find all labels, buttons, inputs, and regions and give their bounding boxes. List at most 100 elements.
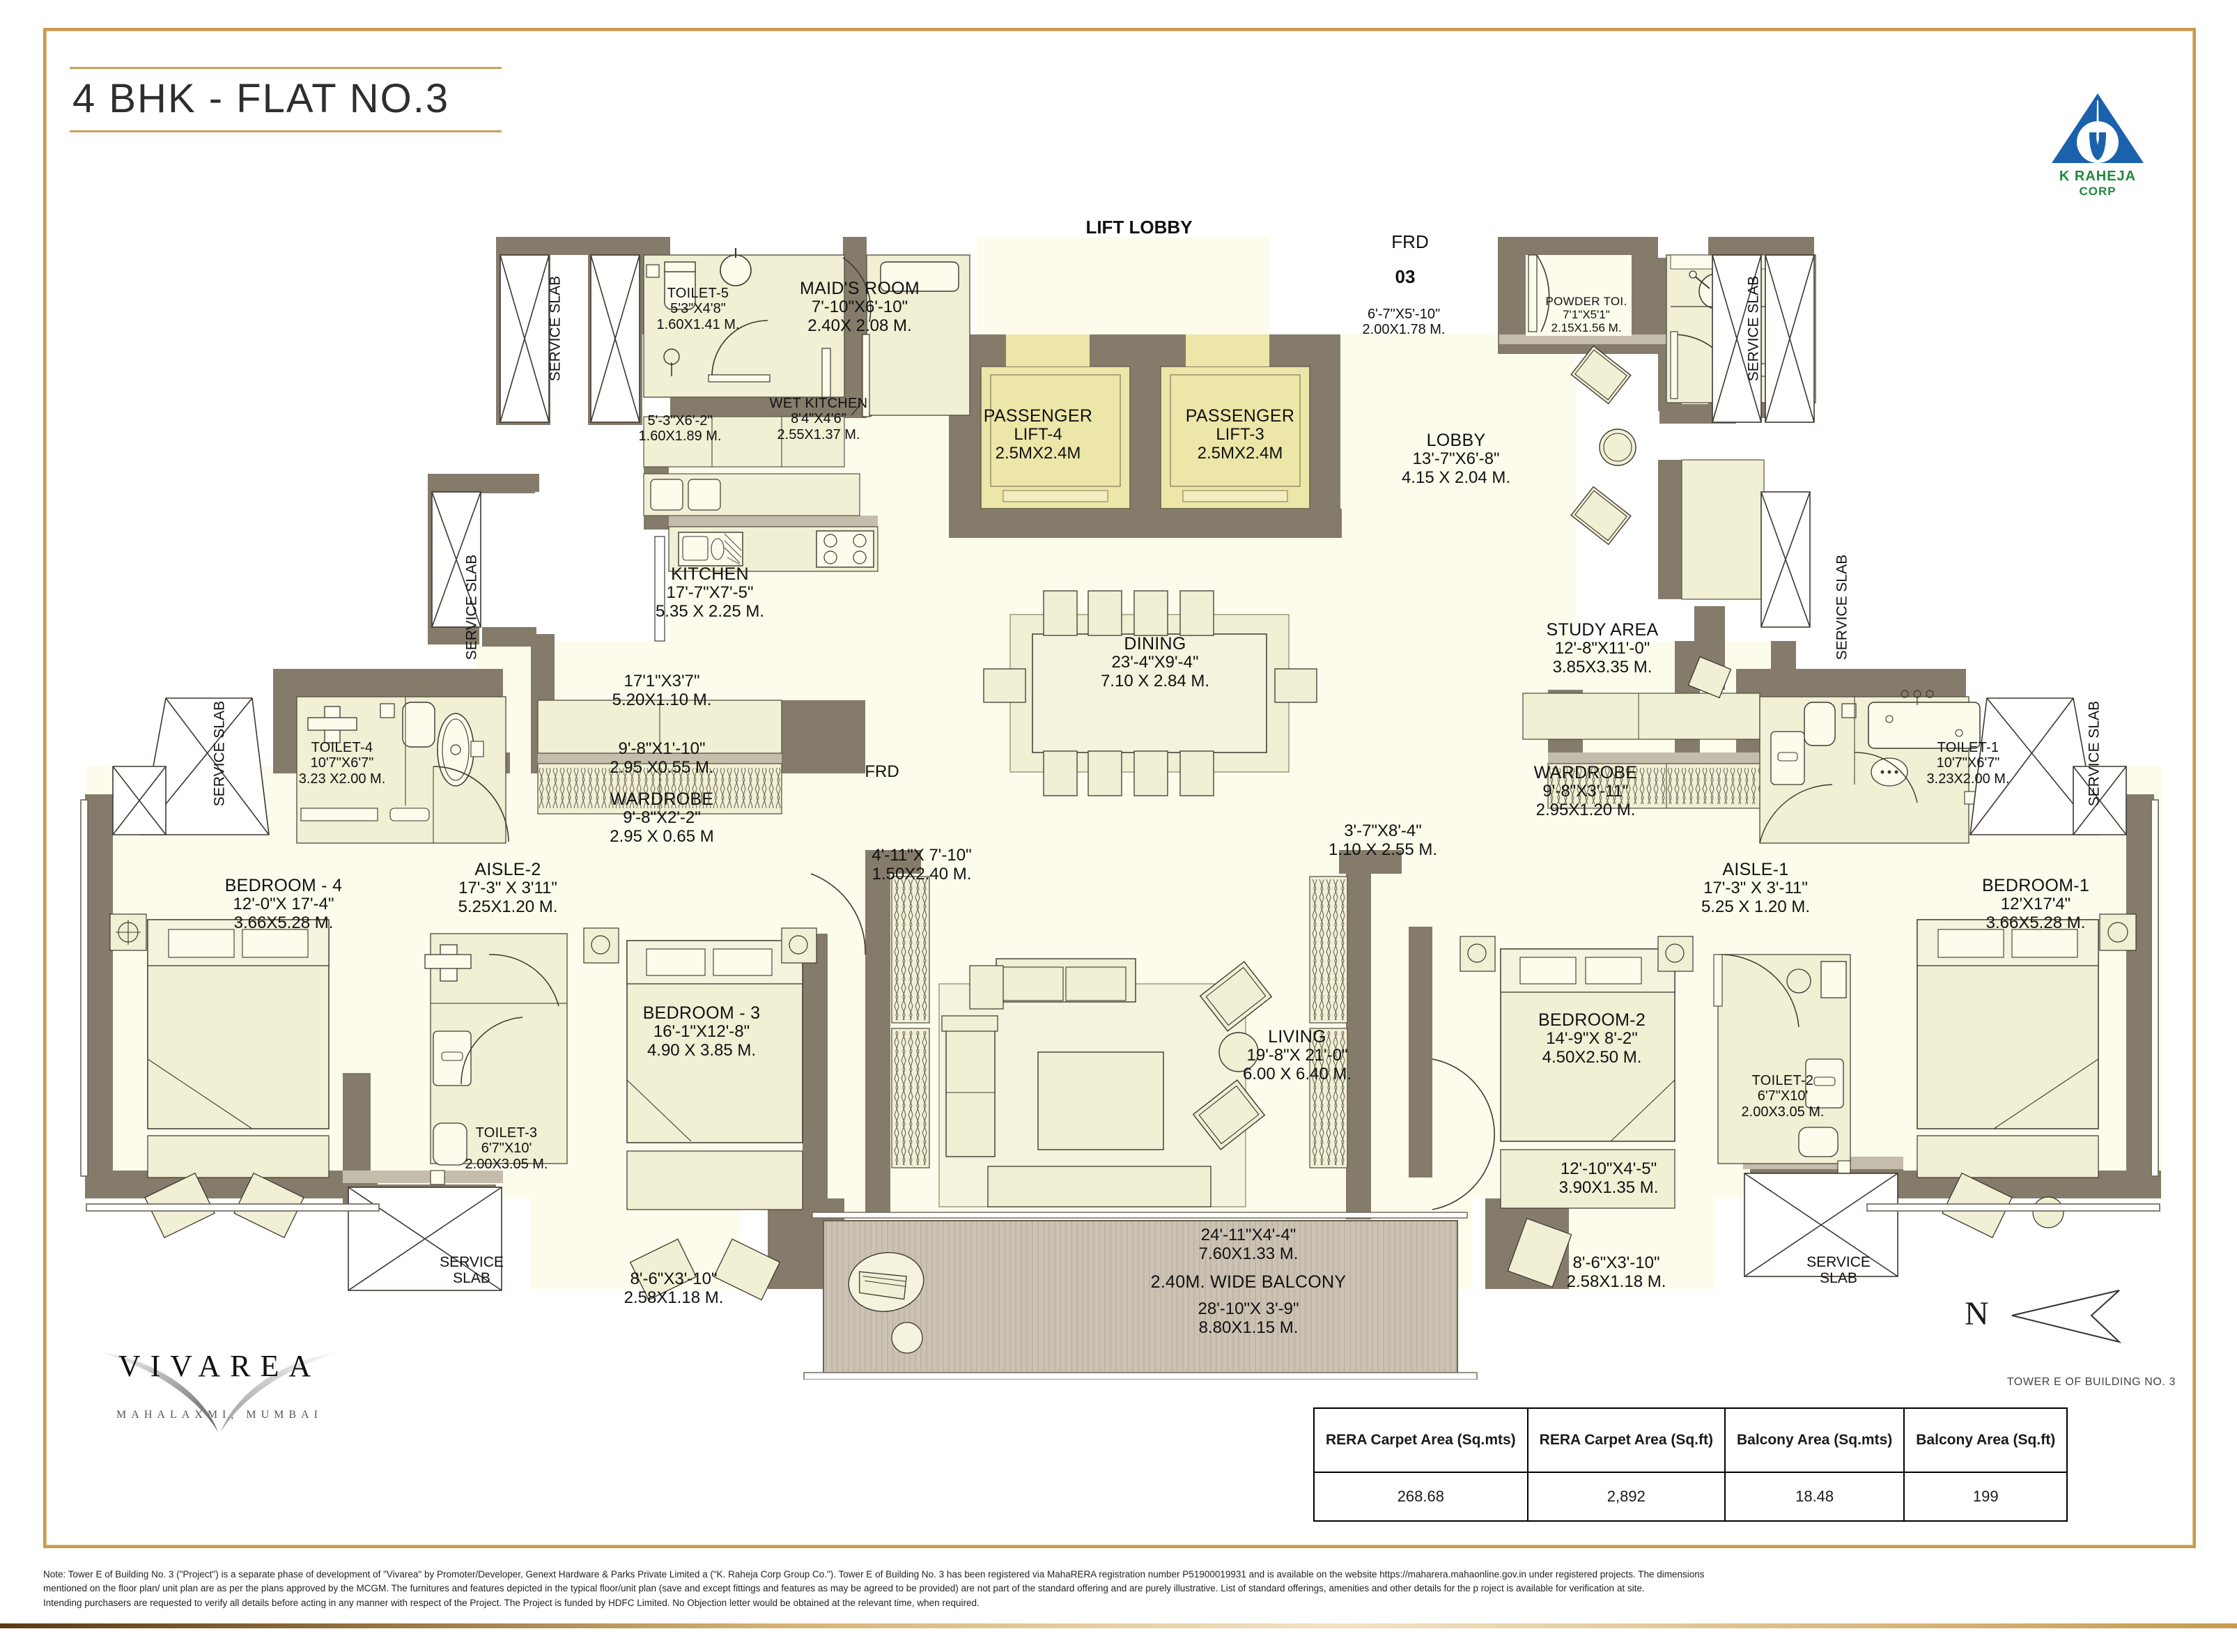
room-dim-ft-toilet-1: 10'7"X6'7" [1936, 755, 2000, 771]
room-name-bedroom-1: BEDROOM-1 [1981, 876, 2090, 895]
room-dim-ft-kitchen: 17'-7"X7'-5" [666, 583, 754, 602]
room-name-living: LIVING [1268, 1027, 1326, 1047]
room-dim-ft-bedroom-2-niche: 12'-10"X4'-5" [1560, 1159, 1657, 1178]
room-name-wardrobe-left: WARDROBE [610, 789, 714, 809]
room-name-maids-room: MAID'S ROOM [800, 279, 920, 298]
room-name-aisle-2: AISLE-2 [474, 860, 541, 879]
tower-note: TOWER E OF BUILDING NO. 3 [2006, 1376, 2176, 1388]
service-slab-label-ss-top-right: SERVICE SLAB [1745, 275, 1762, 382]
vivarea-location: MAHALAXMI, MUMBAI [116, 1409, 323, 1421]
room-dim-m-bed2-balcony: 2.58X1.18 M. [1566, 1272, 1666, 1291]
room-dim-ft-wardrobe-right: 9'-8"X3'-11" [1542, 782, 1629, 801]
area-table-header-3: Balcony Area (Sq.ft) [1903, 1407, 2068, 1473]
room-dim-ft-maids-room: 7'-10"X6'-10" [811, 298, 908, 316]
service-slab-label-ss-far-right: SERVICE SLAB [2086, 700, 2103, 807]
room-name-passenger-lift-3: PASSENGER [1185, 406, 1295, 426]
area-table-header-row: RERA Carpet Area (Sq.mts)RERA Carpet Are… [1313, 1407, 2068, 1473]
room-dim-ft-living: 19'-8"X 21'-0" [1246, 1046, 1348, 1065]
room-name-toilet-5: TOILET-5 [667, 286, 729, 301]
room-name-toilet-4: TOILET-4 [311, 740, 373, 755]
balcony-dim-m-top: 7.60X1.33 M. [1198, 1244, 1299, 1263]
north-arrow-icon [2011, 1290, 2122, 1343]
room-label-corridor-dim: 4'-11"X 7'-10"1.50X2.40 M. [872, 846, 972, 884]
footer-disclaimer: Note: Tower E of Building No. 3 ("Projec… [43, 1568, 2196, 1610]
room-label-bed2-balcony: 8'-6"X3'-10"2.58X1.18 M. [1566, 1253, 1666, 1292]
room-dim-m-wardrobe-left: 2.95 X 0.65 M [610, 826, 714, 846]
room-dim-m-bedroom-2-niche: 3.90X1.35 M. [1558, 1178, 1659, 1197]
room-dim-m-dining: 7.10 X 2.84 M. [1100, 671, 1210, 690]
room-dim-ft-toilet-5: 5'3"X4'8" [670, 301, 726, 317]
room-name-toilet-2: TOILET-2 [1751, 1073, 1814, 1088]
room-label-powder-toilet: POWDER TOI.7'1"X5'1"2.15X1.56 M. [1546, 295, 1627, 334]
room-dim-m-bedroom-1: 3.66X5.28 M. [1986, 913, 2086, 932]
balcony-name: 2.40M. WIDE BALCONY [1150, 1272, 1347, 1292]
area-table-value-0: 268.68 [1313, 1472, 1528, 1522]
room-dim-m-living: 6.00 X 6.40 M. [1242, 1064, 1352, 1083]
room-dim-ft-toilet-4: 10'7"X6'7" [310, 755, 374, 771]
room-dim-m-bedroom-4: 3.66X5.28 M. [233, 913, 334, 932]
label-lift-lobby: LIFT LOBBY [1085, 217, 1193, 238]
balcony-label: 24'-11"X4'-4" 7.60X1.33 M. 2.40M. WIDE B… [1151, 1226, 1347, 1338]
room-dim-m-aisle-1: 5.25 X 1.20 M. [1701, 897, 1811, 916]
room-dim-m-toilet-1: 3.23X2.00 M. [1926, 771, 2010, 787]
label-frd-top-left: FRD [865, 762, 899, 781]
room-dim-m-toilet-4: 3.23 X2.00 M. [298, 771, 386, 787]
room-dim-ft-aisle-1: 17'-3" X 3'-11" [1703, 879, 1808, 897]
footer-line-3: Intending purchasers are requested to ve… [43, 1597, 980, 1608]
room-label-niche-left: 5'-3"X6'-2"1.60X1.89 M. [639, 413, 722, 445]
room-name-toilet-3: TOILET-3 [475, 1125, 538, 1141]
room-label-bedroom-2-niche: 12'-10"X4'-5"3.90X1.35 M. [1558, 1159, 1659, 1198]
room-label-passage-right: 3'-7"X8'-4"1.10 X 2.55 M. [1329, 821, 1437, 860]
area-table-header-1: RERA Carpet Area (Sq.ft) [1526, 1407, 1726, 1473]
room-label-bed3-balcony: 8'-6"X3'-10"2.58X1.18 M. [624, 1269, 724, 1308]
room-dim-ft-corridor-dim: 4'-11"X 7'-10" [872, 846, 972, 865]
room-dim-ft-passenger-lift-4: LIFT-4 [1014, 425, 1062, 444]
room-name-bedroom-2: BEDROOM-2 [1538, 1010, 1646, 1030]
room-dim-m-passenger-lift-4: 2.5MX2.4M [995, 443, 1081, 463]
room-dim-m-aisle-2: 5.25X1.20 M. [458, 897, 558, 916]
room-dim-ft-kitchen-strip: 17'1"X3'7" [624, 672, 700, 690]
room-name-lobby: LOBBY [1426, 431, 1486, 450]
room-dim-ft-lobby: 13'-7"X6'-8" [1412, 449, 1500, 468]
area-summary-table: RERA Carpet Area (Sq.mts)RERA Carpet Are… [1313, 1407, 2068, 1522]
room-label-kitchen-ward: 9'-8"X1'-10"2.95 X0.55 M. [610, 739, 713, 778]
room-dim-m-wardrobe-right: 2.95X1.20 M. [1535, 800, 1636, 819]
title-block: 4 BHK - FLAT NO.3 [70, 67, 502, 132]
room-dim-ft-toilet-2: 6'7"X10' [1757, 1088, 1809, 1104]
room-dim-m-lobby: 4.15 X 2.04 M. [1401, 468, 1511, 487]
room-dim-m-bedroom-2: 4.50X2.50 M. [1542, 1047, 1642, 1067]
room-name-powder-toilet: POWDER TOI. [1545, 295, 1627, 308]
room-dim-ft-bed2-balcony: 8'-6"X3'-10" [1572, 1253, 1660, 1272]
room-dim-m-entry-frd-dim: 2.00X1.78 M. [1362, 322, 1446, 338]
floor-plan-drawing [43, 28, 2196, 1380]
footer-line-2: mentioned on the floor plan/ unit plan a… [43, 1583, 1645, 1594]
room-name-wet-kitchen: WET KITCHEN [769, 396, 868, 411]
room-dim-ft-bedroom-4: 12'-0"X 17'-4" [233, 895, 334, 913]
room-dim-m-toilet-2: 2.00X3.05 M. [1741, 1104, 1825, 1120]
room-label-kitchen-strip: 17'1"X3'7"5.20X1.10 M. [612, 672, 712, 710]
room-name-toilet-1: TOILET-1 [1937, 740, 1999, 755]
room-name-dining: DINING [1124, 634, 1186, 654]
room-dim-m-bedroom-3: 4.90 X 3.85 M. [647, 1040, 757, 1060]
room-dim-ft-aisle-2: 17'-3" X 3'11" [458, 879, 557, 897]
brand-name: K RAHEJA [2059, 169, 2137, 184]
room-name-passenger-lift-4: PASSENGER [983, 406, 1093, 426]
area-table-header-2: Balcony Area (Sq.mts) [1724, 1407, 1905, 1473]
room-dim-m-maids-room: 2.40X 2.08 M. [807, 316, 912, 335]
